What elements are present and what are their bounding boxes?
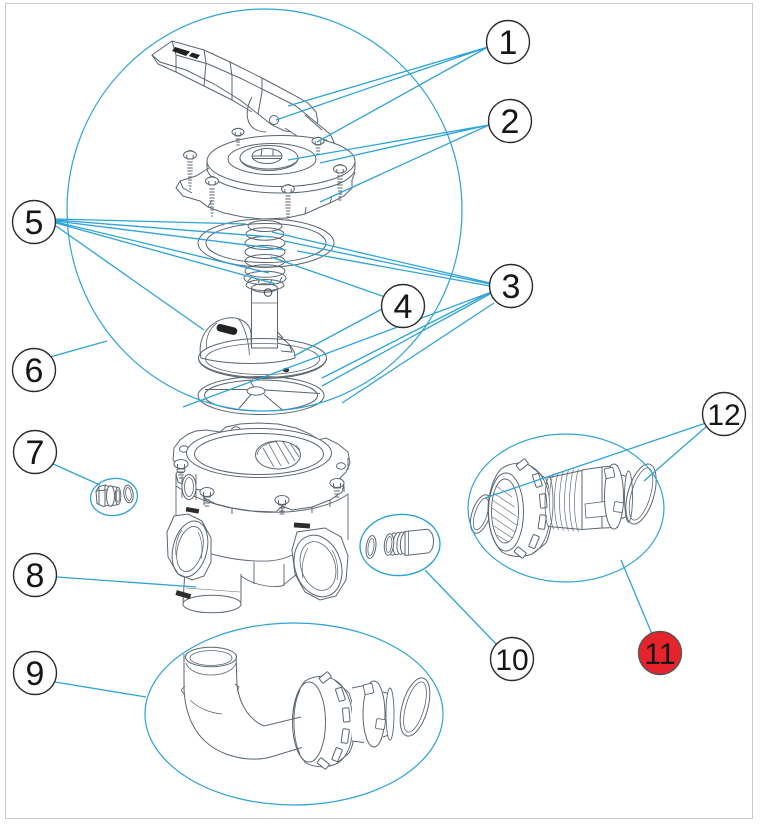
svg-text:10: 10: [495, 644, 528, 677]
svg-text:1: 1: [499, 24, 518, 62]
svg-text:8: 8: [26, 557, 45, 595]
svg-text:2: 2: [501, 103, 520, 141]
svg-text:4: 4: [394, 288, 413, 326]
svg-text:11: 11: [644, 638, 675, 671]
svg-text:3: 3: [502, 268, 521, 306]
svg-text:9: 9: [26, 655, 45, 693]
svg-text:7: 7: [26, 434, 45, 472]
svg-text:6: 6: [25, 352, 44, 390]
svg-text:5: 5: [25, 204, 44, 242]
svg-text:12: 12: [707, 399, 740, 432]
